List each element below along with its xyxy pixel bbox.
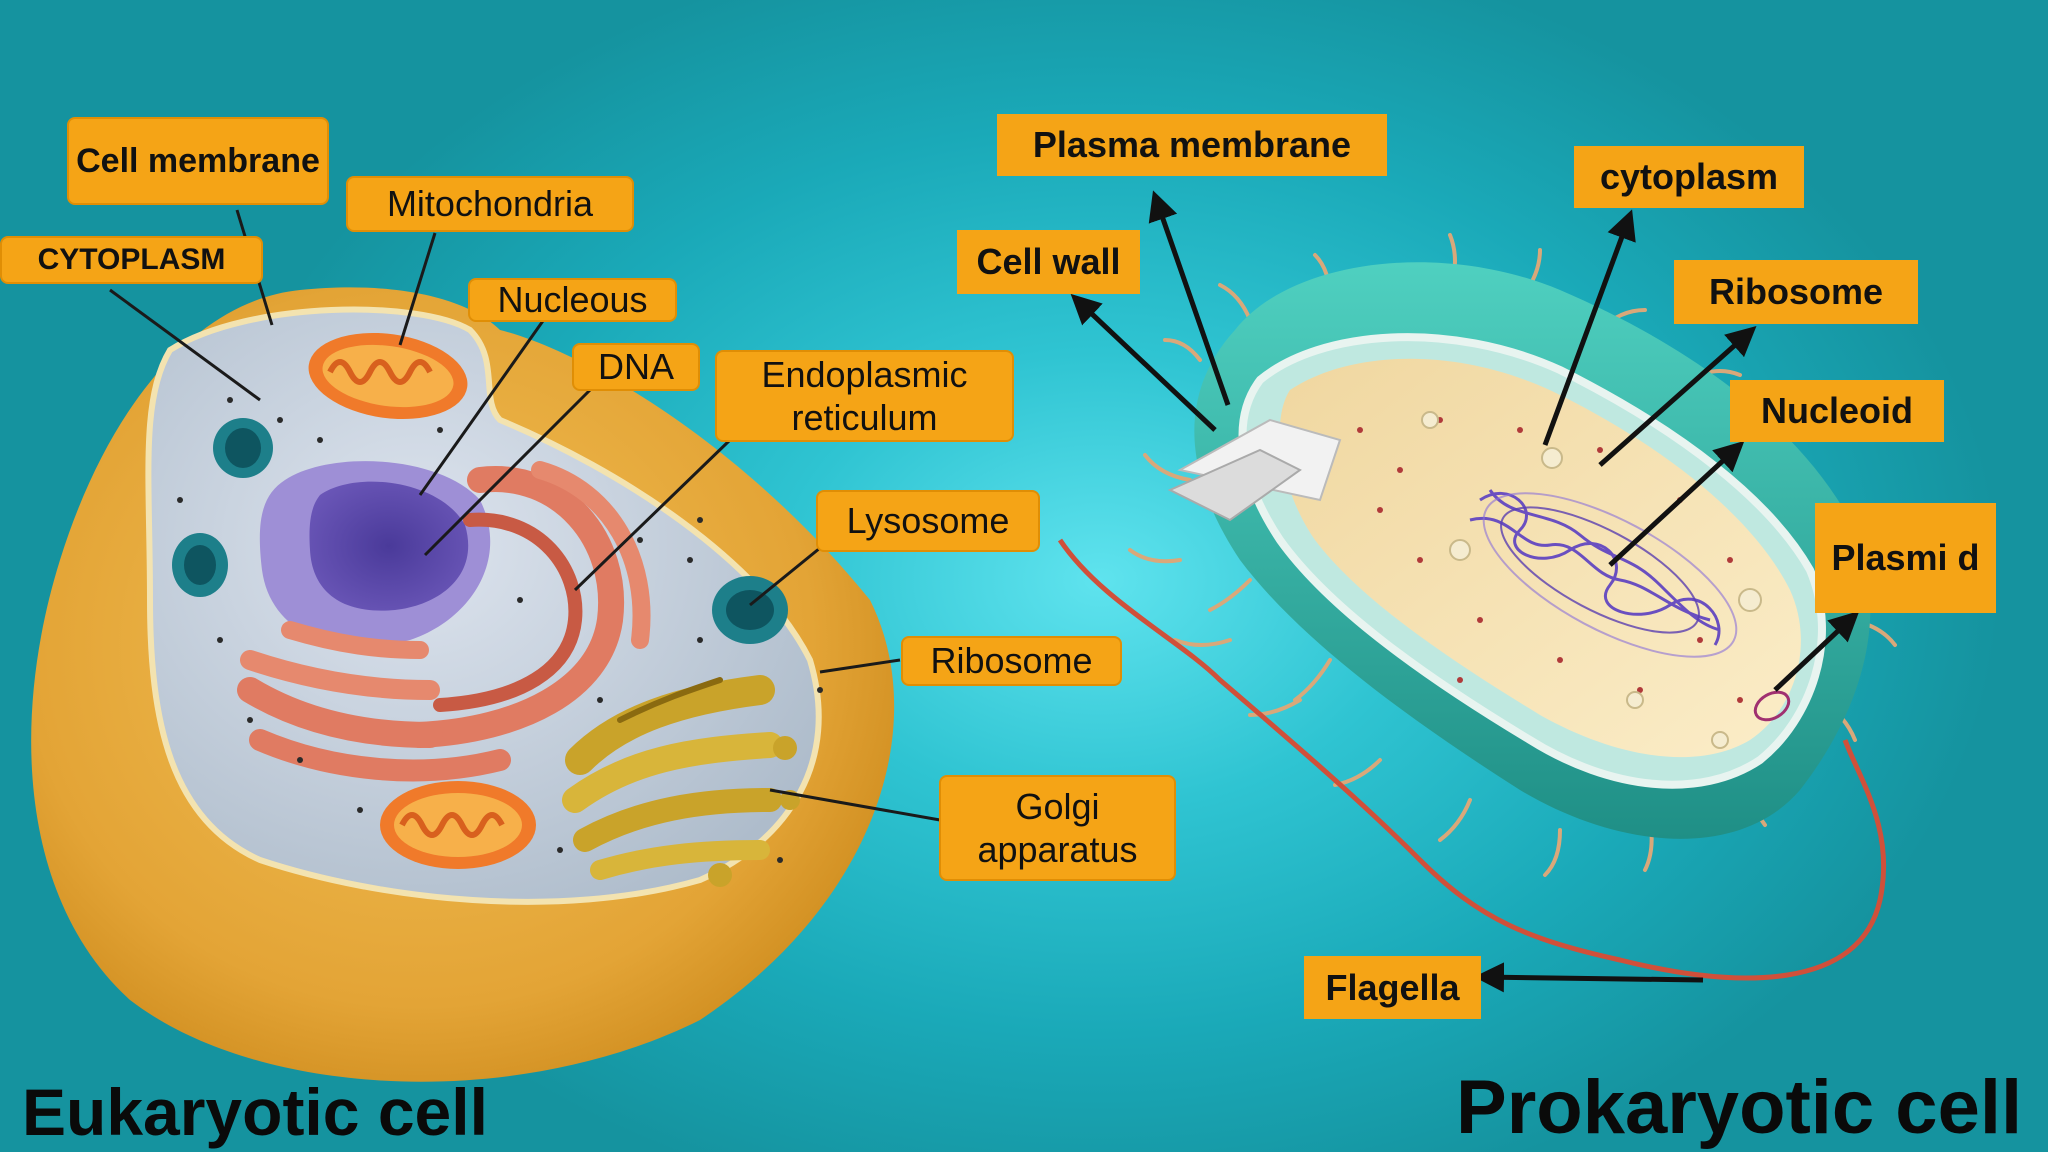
label-nucleous: Nucleous [468,278,677,322]
nucleus [259,461,491,647]
golgi-apparatus [562,675,800,887]
label-lysosome: Lysosome [816,490,1040,552]
label-ribosome-prokaryotic: Ribosome [1674,260,1918,324]
plasmid [1753,690,1791,722]
label-dna: DNA [572,343,700,391]
label-endoplasmic-reticulum: Endoplasmic reticulum [715,350,1014,442]
mitochondrion-bottom [380,781,536,869]
label-flagella: Flagella [1304,956,1481,1019]
eukaryotic-cell [31,209,941,1082]
label-plasmid: Plasmi d [1815,503,1996,613]
label-nucleoid: Nucleoid [1730,380,1944,442]
endoplasmic-reticulum [237,461,651,782]
label-cytoplasm: CYTOPLASM [0,236,263,284]
label-cell-wall: Cell wall [957,230,1140,294]
vesicles [172,418,788,644]
label-cytoplasm-prokaryotic: cytoplasm [1574,146,1804,208]
nucleoid [1469,489,1738,658]
mitochondrion-top [308,332,468,420]
bacterium-ribosomes [1357,417,1743,703]
eukaryotic-leader-lines [109,209,941,822]
label-golgi-apparatus: Golgi apparatus [939,775,1176,881]
title-eukaryotic-cell: Eukaryotic cell [22,1075,488,1149]
prokaryotic-arrows [1070,190,1860,993]
label-mitochondria: Mitochondria [346,176,634,232]
label-plasma-membrane: Plasma membrane [997,114,1387,176]
flagellum [1057,538,1887,981]
storage-granules [1421,411,1762,749]
title-prokaryotic-cell: Prokaryotic cell [1456,1065,2023,1150]
prokaryotic-cell [1057,190,1897,993]
label-cell-membrane: Cell membrane [67,117,329,205]
label-ribosome-eukaryotic: Ribosome [901,636,1122,686]
ribosome-dots [177,397,823,863]
cut-layers [1167,418,1342,522]
